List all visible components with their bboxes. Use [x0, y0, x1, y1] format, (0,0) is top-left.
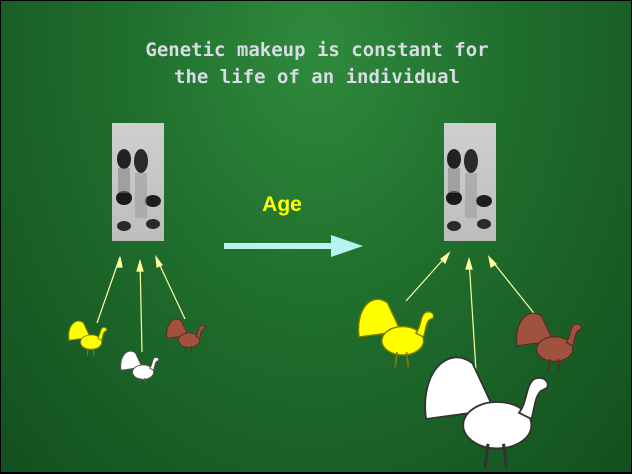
turkey-icon-brown-large [517, 313, 582, 372]
turkey-icon-white-small [121, 351, 159, 385]
turkey-icon-yellow-large [358, 299, 433, 367]
turkey-icon-brown-small [167, 319, 205, 353]
turkey-icon-white-large [425, 357, 548, 468]
turkey-icon-yellow-small [69, 321, 107, 355]
right-arrow-icon [224, 235, 363, 257]
